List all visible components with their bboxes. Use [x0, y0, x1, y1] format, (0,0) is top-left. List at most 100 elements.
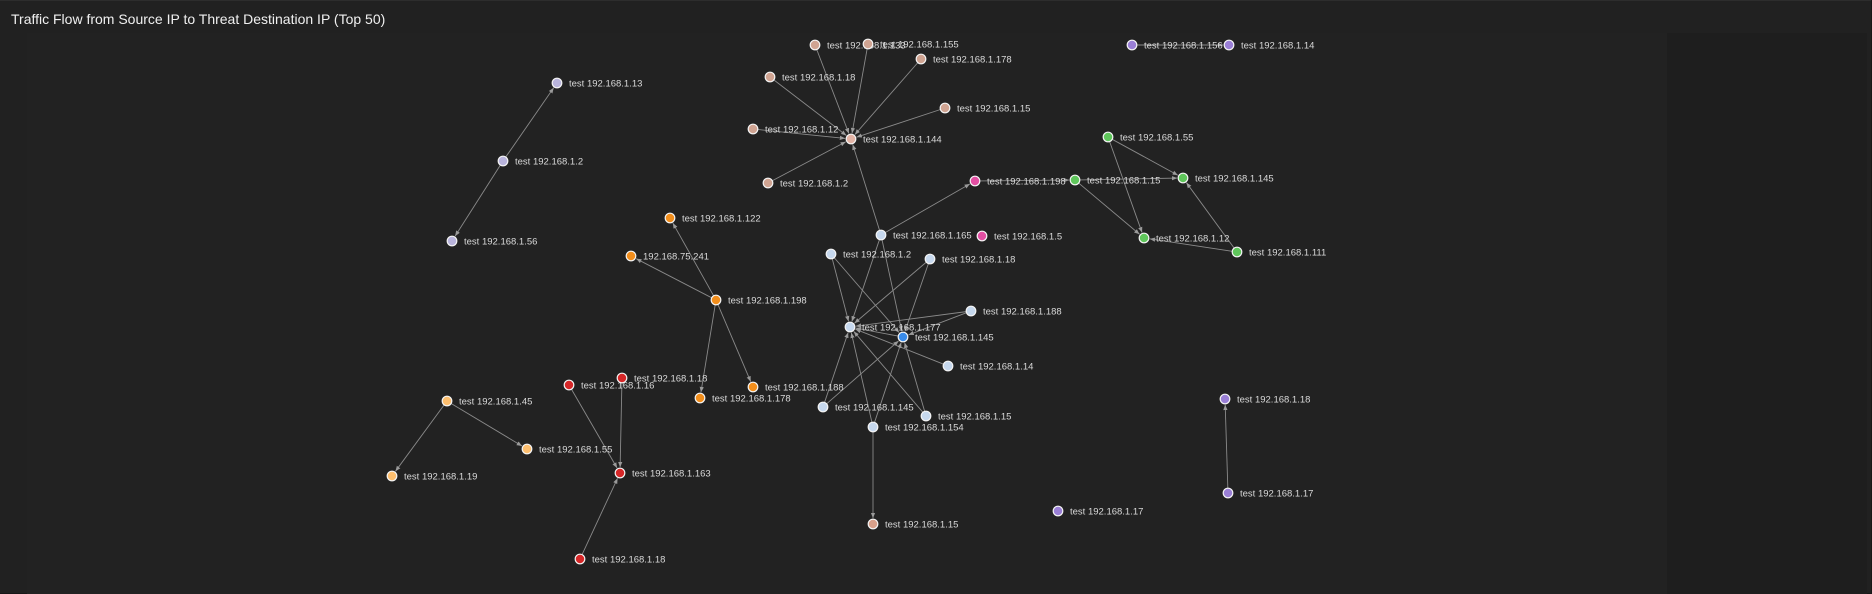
- graph-node[interactable]: test 192.168.1.17: [1052, 505, 1143, 518]
- node-circle[interactable]: [747, 123, 759, 135]
- graph-node[interactable]: test 192.168.1.178: [694, 392, 791, 405]
- node-circle[interactable]: [446, 235, 458, 247]
- graph-node[interactable]: test 192.168.1.13: [551, 77, 642, 90]
- node-circle[interactable]: [710, 294, 722, 306]
- graph-node[interactable]: test 192.168.1.156: [1126, 39, 1223, 52]
- node-circle[interactable]: [897, 331, 909, 343]
- node-circle[interactable]: [924, 253, 936, 265]
- node-circle[interactable]: [825, 248, 837, 260]
- node-circle[interactable]: [551, 77, 563, 89]
- graph-node[interactable]: test 192.168.1.198: [710, 294, 807, 307]
- graph-node[interactable]: test 192.168.1.145: [817, 401, 914, 414]
- graph-node[interactable]: test 192.168.1.18: [574, 553, 665, 566]
- node-circle[interactable]: [694, 392, 706, 404]
- graph-node[interactable]: test 192.168.1.163: [614, 467, 711, 480]
- graph-node[interactable]: test 192.168.1.177: [844, 321, 941, 334]
- node-circle[interactable]: [616, 372, 628, 384]
- node-circle[interactable]: [1177, 172, 1189, 184]
- node-label: test 192.168.1.145: [835, 403, 914, 414]
- node-circle[interactable]: [563, 379, 575, 391]
- graph-node[interactable]: test 192.168.1.165: [875, 229, 972, 242]
- graph-node[interactable]: test 192.168.1.2: [825, 248, 911, 261]
- node-circle[interactable]: [614, 467, 626, 479]
- node-circle[interactable]: [747, 381, 759, 393]
- graph-node[interactable]: test 192.168.1.45: [441, 395, 532, 408]
- node-circle[interactable]: [521, 443, 533, 455]
- node-circle[interactable]: [867, 421, 879, 433]
- node-circle[interactable]: [1126, 39, 1138, 51]
- graph-node[interactable]: test 192.168.1.145: [897, 331, 994, 344]
- graph-node[interactable]: test 192.168.1.18: [924, 253, 1015, 266]
- graph-node[interactable]: test 192.168.1.15: [939, 102, 1030, 115]
- edge-f2-f0: [851, 239, 880, 322]
- edge-f8-f1: [904, 342, 926, 412]
- node-circle[interactable]: [809, 39, 821, 51]
- graph-node[interactable]: test 192.168.1.188: [747, 381, 844, 394]
- node-label: test 192.168.1.177: [862, 323, 941, 334]
- graph-node[interactable]: test 192.168.1.15: [1069, 174, 1160, 187]
- node-circle[interactable]: [1231, 246, 1243, 258]
- node-circle[interactable]: [664, 212, 676, 224]
- node-circle[interactable]: [920, 410, 932, 422]
- node-circle[interactable]: [965, 305, 977, 317]
- node-circle[interactable]: [844, 321, 856, 333]
- graph-node[interactable]: test 192.168.1.56: [446, 235, 537, 248]
- graph-node[interactable]: test 192.168.1.5: [976, 230, 1062, 243]
- node-circle[interactable]: [1223, 39, 1235, 51]
- node-circle[interactable]: [915, 53, 927, 65]
- graph-node[interactable]: test 192.168.1.144: [845, 133, 942, 146]
- node-circle[interactable]: [762, 177, 774, 189]
- node-circle[interactable]: [969, 175, 981, 187]
- graph-node[interactable]: test 192.168.1.15: [920, 410, 1011, 423]
- graph-node[interactable]: test 192.168.1.18: [764, 71, 855, 84]
- graph-node[interactable]: test 192.168.1.17: [1222, 487, 1313, 500]
- node-circle[interactable]: [1222, 487, 1234, 499]
- node-circle[interactable]: [574, 553, 586, 565]
- graph-node[interactable]: test 192.168.1.55: [1102, 131, 1193, 144]
- node-circle[interactable]: [497, 155, 509, 167]
- node-circle[interactable]: [625, 250, 637, 262]
- graph-node[interactable]: test 192.168.1.2: [497, 155, 583, 168]
- node-circle[interactable]: [862, 38, 874, 50]
- graph-node[interactable]: test 192.168.1.55: [521, 443, 612, 456]
- node-circle[interactable]: [1069, 174, 1081, 186]
- graph-node[interactable]: test 192.168.1.145: [1177, 172, 1274, 185]
- node-circle[interactable]: [1219, 393, 1231, 405]
- node-circle[interactable]: [817, 401, 829, 413]
- node-circle[interactable]: [386, 470, 398, 482]
- graph-node[interactable]: test 192.168.1.2: [762, 177, 848, 190]
- node-circle[interactable]: [1138, 232, 1150, 244]
- graph-node[interactable]: test 192.168.1.154: [867, 421, 964, 434]
- node-circle[interactable]: [1052, 505, 1064, 517]
- node-circle[interactable]: [764, 71, 776, 83]
- graph-node[interactable]: test 192.168.1.14: [1223, 39, 1314, 52]
- graph-node[interactable]: test 192.168.1.15: [867, 518, 958, 531]
- graph-node[interactable]: test 192.168.1.111: [1231, 246, 1326, 259]
- graph-node[interactable]: 192.168.75.241: [625, 250, 709, 263]
- node-circle[interactable]: [875, 229, 887, 241]
- node-circle[interactable]: [867, 518, 879, 530]
- graph-node[interactable]: test 192.168.1.12: [747, 123, 838, 136]
- graph-node[interactable]: test 192.168.1.122: [664, 212, 761, 225]
- node-label: test 192.168.1.15: [957, 104, 1030, 115]
- node-circle[interactable]: [1102, 131, 1114, 143]
- node-circle[interactable]: [976, 230, 988, 242]
- node-circle[interactable]: [845, 133, 857, 145]
- node-label: test 192.168.1.13: [569, 79, 642, 90]
- graph-node[interactable]: test 192.168.1.155: [862, 38, 959, 51]
- graph-node[interactable]: test 192.168.1.18: [1219, 393, 1310, 406]
- graph-node[interactable]: test 192.168.1.188: [965, 305, 1062, 318]
- side-strip: [1667, 33, 1867, 594]
- graph-node[interactable]: test 192.168.1.18: [616, 372, 707, 385]
- graph-node[interactable]: test 192.168.1.16: [563, 379, 654, 392]
- node-circle[interactable]: [939, 102, 951, 114]
- edge-g0-g3: [717, 304, 752, 382]
- graph-node[interactable]: test 192.168.1.178: [915, 53, 1012, 66]
- graph-node[interactable]: test 192.168.1.14: [942, 360, 1033, 373]
- node-circle[interactable]: [441, 395, 453, 407]
- graph-node[interactable]: test 192.168.1.198: [969, 175, 1066, 188]
- graph-node[interactable]: test 192.168.1.12: [1138, 232, 1229, 245]
- graph-node[interactable]: test 192.168.1.19: [386, 470, 477, 483]
- node-circle[interactable]: [942, 360, 954, 372]
